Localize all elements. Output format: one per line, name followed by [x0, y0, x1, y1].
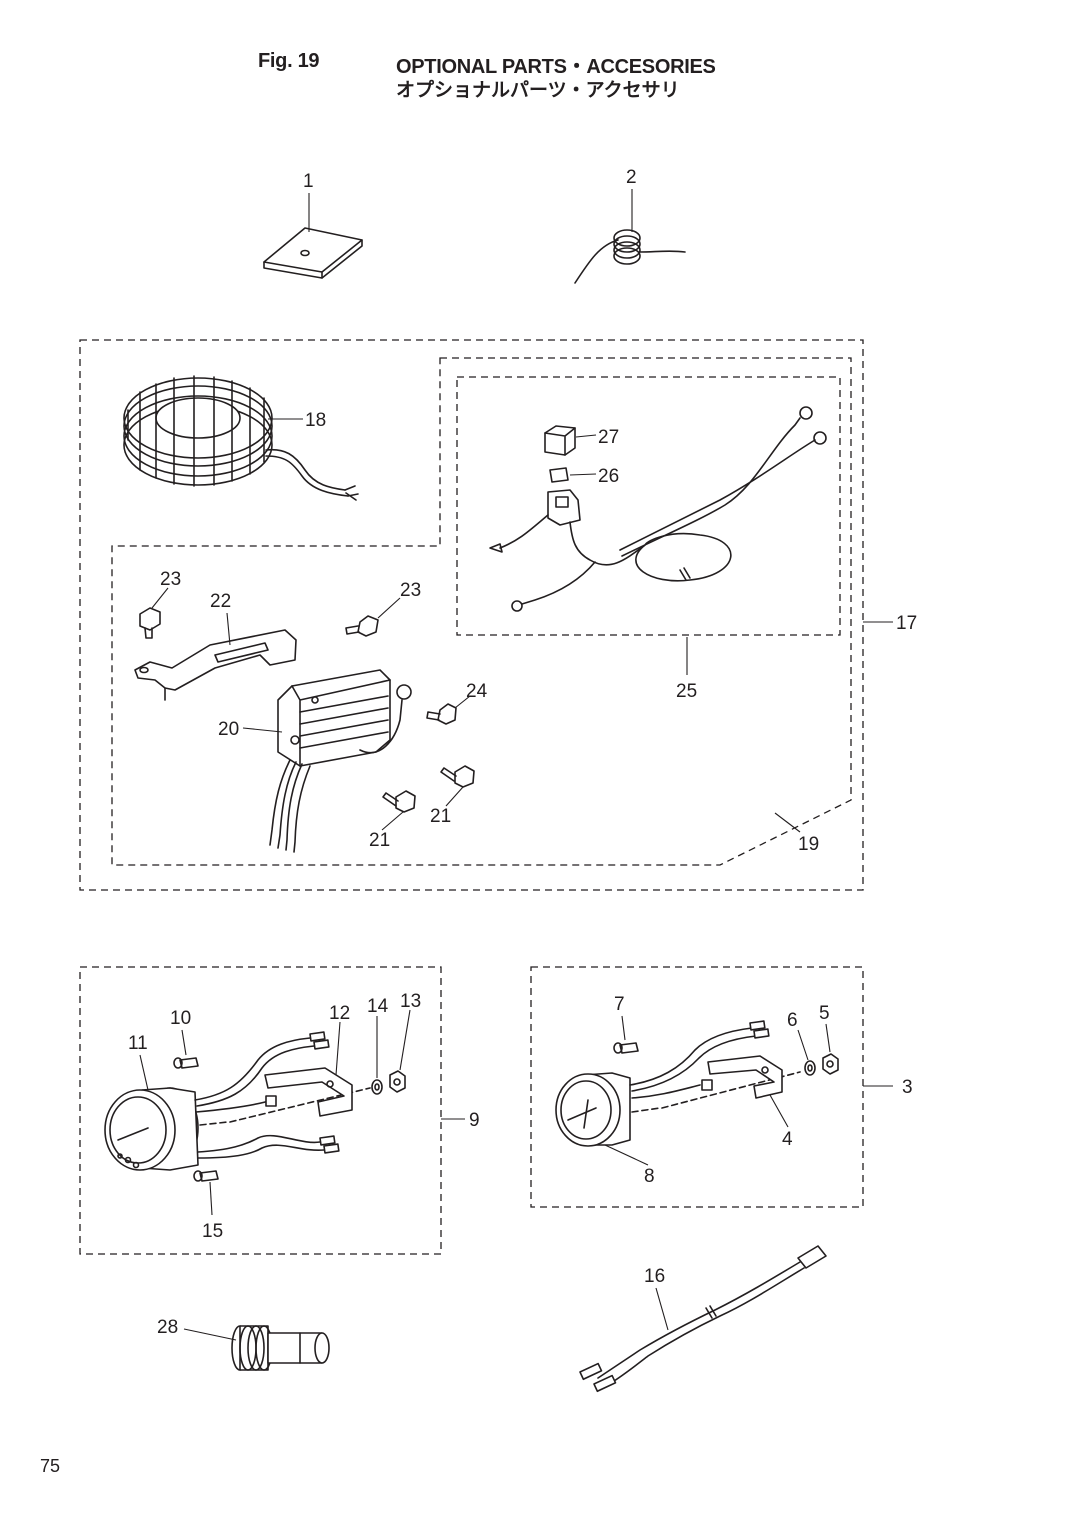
group-box-17 [79, 339, 864, 891]
part-23-bolt-left [139, 607, 161, 639]
callout-21-upper: 21 [430, 806, 451, 827]
callout-22: 22 [210, 591, 231, 612]
part-21-bolt-upper [440, 765, 475, 788]
callout-23-left: 23 [160, 569, 181, 590]
callout-26: 26 [598, 466, 619, 487]
callout-2: 2 [626, 167, 637, 188]
part-1-pad [263, 227, 363, 279]
callout-12: 12 [329, 1003, 350, 1024]
callout-23-right: 23 [400, 580, 421, 601]
part-11-tachometer [104, 1087, 199, 1171]
callout-18: 18 [305, 410, 326, 431]
part-20-rectifier-regulator [269, 669, 412, 853]
part-24-bolt [426, 703, 457, 725]
callout-16: 16 [644, 1266, 665, 1287]
callout-19: 19 [798, 834, 819, 855]
callout-5: 5 [819, 1003, 830, 1024]
part-28-hose-fitting [231, 1325, 330, 1371]
group-box-3 [530, 966, 864, 1208]
callout-20: 20 [218, 719, 239, 740]
part-3-wiring [629, 1020, 801, 1113]
part-12-bracket [264, 1067, 353, 1117]
part-15-bulb [193, 1170, 219, 1182]
part-22-bracket [134, 629, 297, 701]
part-6-washer [804, 1060, 816, 1076]
part-26-fuse [549, 467, 569, 483]
part-23-bolt-right [345, 615, 379, 637]
part-5-nut [822, 1053, 839, 1075]
callout-4: 4 [782, 1129, 793, 1150]
part-7-bulb [613, 1042, 639, 1054]
callout-9: 9 [469, 1110, 480, 1131]
part-14-washer [371, 1079, 383, 1095]
part-4-bracket [707, 1055, 783, 1099]
callout-25: 25 [676, 681, 697, 702]
part-21-bolt-lower [382, 790, 416, 813]
part-25-wire-harness [489, 406, 827, 612]
part-2-coil-spring [574, 229, 686, 284]
group-box-25 [456, 376, 841, 636]
page-number: 75 [40, 1456, 61, 1476]
figure-label: Fig. 19 [258, 50, 320, 72]
part-13-nut [389, 1070, 406, 1093]
group-box-9 [79, 966, 442, 1255]
part-8-gauge [555, 1072, 631, 1147]
callout-8: 8 [644, 1166, 655, 1187]
callout-7: 7 [614, 994, 625, 1015]
callout-10: 10 [170, 1008, 191, 1029]
callout-15: 15 [202, 1221, 223, 1242]
callout-28: 28 [157, 1317, 178, 1338]
callout-24: 24 [466, 681, 488, 702]
callout-21-lower: 21 [369, 830, 390, 851]
callout-3: 3 [902, 1077, 913, 1098]
callout-13: 13 [400, 991, 421, 1012]
callout-14: 14 [367, 996, 389, 1017]
callout-11: 11 [128, 1033, 148, 1054]
callout-6: 6 [787, 1010, 798, 1031]
figure-title-japanese: オプショナルパーツ・アクセサリ [396, 79, 680, 101]
part-27-relay [544, 425, 576, 456]
part-9-wiring [194, 1031, 371, 1159]
figure-title: OPTIONAL PARTS・ACCESORIES [396, 56, 716, 78]
callout-17: 17 [896, 613, 917, 634]
callout-27: 27 [598, 427, 619, 448]
callout-1: 1 [303, 171, 314, 192]
part-10-bulb [173, 1057, 199, 1069]
part-18-stator-coil [123, 375, 359, 501]
part-16-extension-harness [579, 1245, 827, 1393]
group-box-19 [111, 357, 852, 866]
